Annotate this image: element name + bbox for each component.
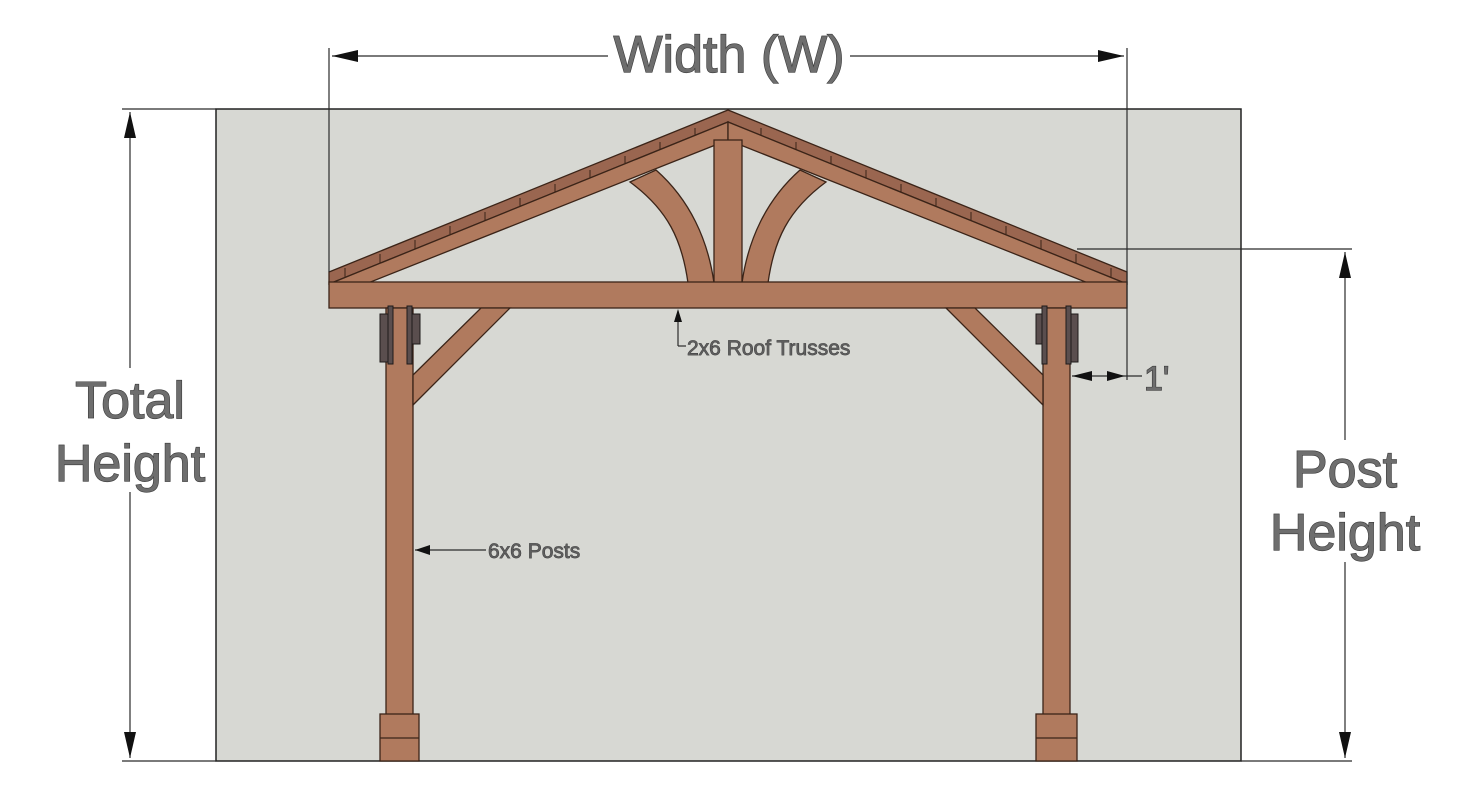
total-height-label-line2: Height	[55, 435, 206, 493]
left-post	[385, 307, 414, 717]
overhang-label: 1'	[1144, 360, 1169, 398]
roof-trusses-label: 2x6 Roof Trusses	[687, 337, 850, 360]
post-height-dimension	[1077, 248, 1352, 762]
right-post	[1042, 307, 1071, 717]
post-height-label-line2: Height	[1270, 504, 1421, 562]
width-label: Width (W)	[613, 26, 844, 84]
overhang-dimension	[1072, 371, 1142, 381]
roof	[328, 109, 1128, 309]
post-height-label-line1: Post	[1293, 441, 1398, 499]
left-knee-brace	[412, 307, 512, 407]
posts	[379, 307, 1078, 762]
width-dimension	[328, 48, 1128, 380]
tie-beam	[328, 281, 1128, 309]
posts-callout	[415, 545, 486, 555]
roof-trusses-callout	[674, 309, 686, 347]
post-brackets	[379, 305, 1079, 365]
posts-label: 6x6 Posts	[488, 540, 580, 563]
king-post	[713, 139, 743, 284]
total-height-dimension	[122, 108, 216, 762]
total-height-label-line1: Total	[75, 372, 185, 430]
right-knee-brace	[944, 307, 1044, 407]
